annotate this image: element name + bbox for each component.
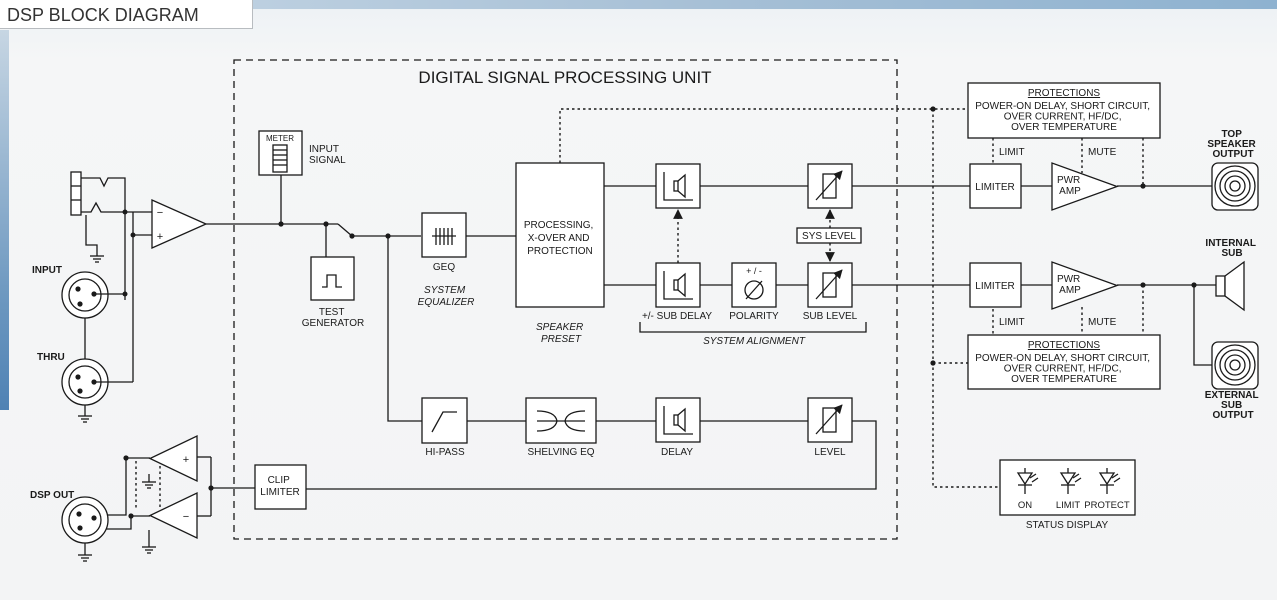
system-alignment-label: SYSTEM ALIGNMENT: [703, 336, 806, 347]
svg-text:POWER-ON DELAY, SHORT CIRCUIT,: POWER-ON DELAY, SHORT CIRCUIT, OVER CURR…: [975, 353, 1153, 385]
svg-text:PWR AMP: PWR AMP: [1057, 274, 1083, 296]
sys-level-box: SYS LEVEL: [796, 227, 862, 244]
protections-bottom-box: PROTECTIONS POWER-ON DELAY, SHORT CIRCUI…: [967, 334, 1161, 390]
thru-label: THRU: [37, 352, 65, 363]
ground-symbol-thru: [78, 415, 92, 423]
limit-label-bottom: LIMIT: [999, 317, 1025, 328]
led-protect-icon: [1098, 468, 1121, 494]
shelving-eq-label: SHELVING EQ: [527, 447, 594, 458]
page-title: DSP BLOCK DIAGRAM: [0, 0, 253, 29]
svg-text:+: +: [183, 454, 189, 466]
level-label: LEVEL: [814, 447, 846, 458]
svg-text:PWR AMP: PWR AMP: [1057, 175, 1083, 197]
limiter-top-block: LIMITER: [969, 163, 1022, 209]
svg-text:+ / -: + / -: [746, 266, 762, 276]
processing-block: PROCESSING, X-OVER AND PROTECTION: [515, 162, 605, 308]
speaker-preset-label: SPEAKER PRESET: [536, 322, 586, 345]
top-delay-block: [655, 163, 701, 209]
header-bar: [0, 0, 1277, 9]
svg-text:+: +: [157, 231, 163, 243]
svg-text:ON: ON: [1018, 500, 1032, 511]
internal-sub-label: INTERNAL SUB: [1205, 238, 1258, 259]
sub-delay-block: [655, 262, 701, 308]
delay-block: [655, 397, 701, 443]
dsp-out-amp-negative: −: [148, 491, 198, 540]
mute-label-top: MUTE: [1088, 147, 1117, 158]
hi-pass-block: [421, 397, 468, 444]
left-accent-bar: [0, 30, 9, 410]
polarity-label: POLARITY: [729, 311, 779, 322]
svg-text:−: −: [183, 511, 189, 523]
top-speaker-output-label: TOP SPEAKER OUTPUT: [1207, 129, 1258, 160]
ground-symbol-dsp-out-upper: [142, 481, 156, 489]
svg-text:PROTECTIONS: PROTECTIONS: [1028, 88, 1101, 99]
input-amplifier: − +: [151, 198, 208, 250]
mute-label-bottom: MUTE: [1088, 317, 1117, 328]
svg-text:PROTECT: PROTECT: [1084, 500, 1130, 511]
dsp-out-xlr-connector: [61, 496, 109, 544]
geq-label: GEQ: [433, 262, 455, 273]
internal-sub-speaker-icon: [1215, 260, 1245, 312]
svg-text:CLIP LIMITER: CLIP LIMITER: [260, 475, 299, 498]
protections-top-box: PROTECTIONS POWER-ON DELAY, SHORT CIRCUI…: [967, 82, 1161, 139]
input-jack-symbol: [70, 171, 128, 216]
ground-symbol-input: [90, 255, 104, 263]
input-label: INPUT: [32, 265, 62, 276]
hi-pass-label: HI-PASS: [425, 447, 465, 458]
test-generator-label: TEST GENERATOR: [302, 307, 364, 329]
led-limit-icon: [1059, 468, 1082, 494]
clip-limiter-block: CLIP LIMITER: [254, 464, 307, 510]
sub-delay-label: +/- SUB DELAY: [642, 311, 712, 322]
sub-level-block: [807, 262, 853, 308]
svg-text:LIMIT: LIMIT: [1056, 500, 1080, 511]
svg-text:PROCESSING, X-OVER AND: PROCESSING, X-OVER AND PROTECTION: [524, 220, 596, 257]
svg-text:LIMITER: LIMITER: [975, 281, 1014, 292]
top-speakon-connector: [1211, 162, 1259, 211]
system-equalizer-label: SYSTEM EQUALIZER: [418, 285, 475, 308]
level-block: [807, 397, 853, 443]
sub-level-label: SUB LEVEL: [803, 311, 858, 322]
thru-xlr-connector: [61, 358, 109, 406]
dsp-unit-boundary: [233, 59, 898, 540]
dsp-unit-title: DIGITAL SIGNAL PROCESSING UNIT: [418, 68, 711, 87]
limit-label-top: LIMIT: [999, 147, 1025, 158]
status-display-label: STATUS DISPLAY: [1026, 520, 1109, 531]
ground-symbol-dsp-out-lower: [142, 546, 156, 554]
svg-text:−: −: [157, 207, 163, 219]
pwr-amp-top: PWR AMP: [1051, 162, 1119, 211]
svg-text:SYS LEVEL: SYS LEVEL: [802, 231, 856, 242]
svg-text:PROTECTIONS: PROTECTIONS: [1028, 340, 1101, 351]
svg-text:POWER-ON DELAY, SHORT CIRCUIT,: POWER-ON DELAY, SHORT CIRCUIT, OVER CURR…: [975, 101, 1153, 133]
external-sub-output-label: EXTERNAL SUB OUTPUT: [1205, 390, 1262, 421]
svg-text:METER: METER: [266, 134, 294, 143]
input-signal-label: INPUT SIGNAL: [309, 144, 346, 166]
limiter-bottom-block: LIMITER: [969, 262, 1022, 308]
geq-block: [421, 212, 467, 258]
led-on-icon: [1016, 468, 1039, 494]
dsp-out-label: DSP OUT: [30, 490, 74, 501]
ground-symbol-dsp-out: [78, 554, 92, 562]
shelving-eq-block: [525, 397, 597, 444]
dsp-out-amp-positive: +: [148, 434, 198, 483]
delay-label: DELAY: [661, 447, 693, 458]
svg-text:LIMITER: LIMITER: [975, 182, 1014, 193]
polarity-block: + / -: [731, 262, 777, 308]
top-level-block: [807, 163, 853, 209]
status-display-box: ON LIMIT PROTECT: [999, 459, 1136, 516]
input-xlr-connector: [61, 271, 109, 319]
external-sub-speakon-connector: [1211, 341, 1259, 390]
meter-block: METER: [258, 130, 303, 176]
pwr-amp-bottom: PWR AMP: [1051, 261, 1119, 310]
test-generator-block: [310, 256, 355, 301]
